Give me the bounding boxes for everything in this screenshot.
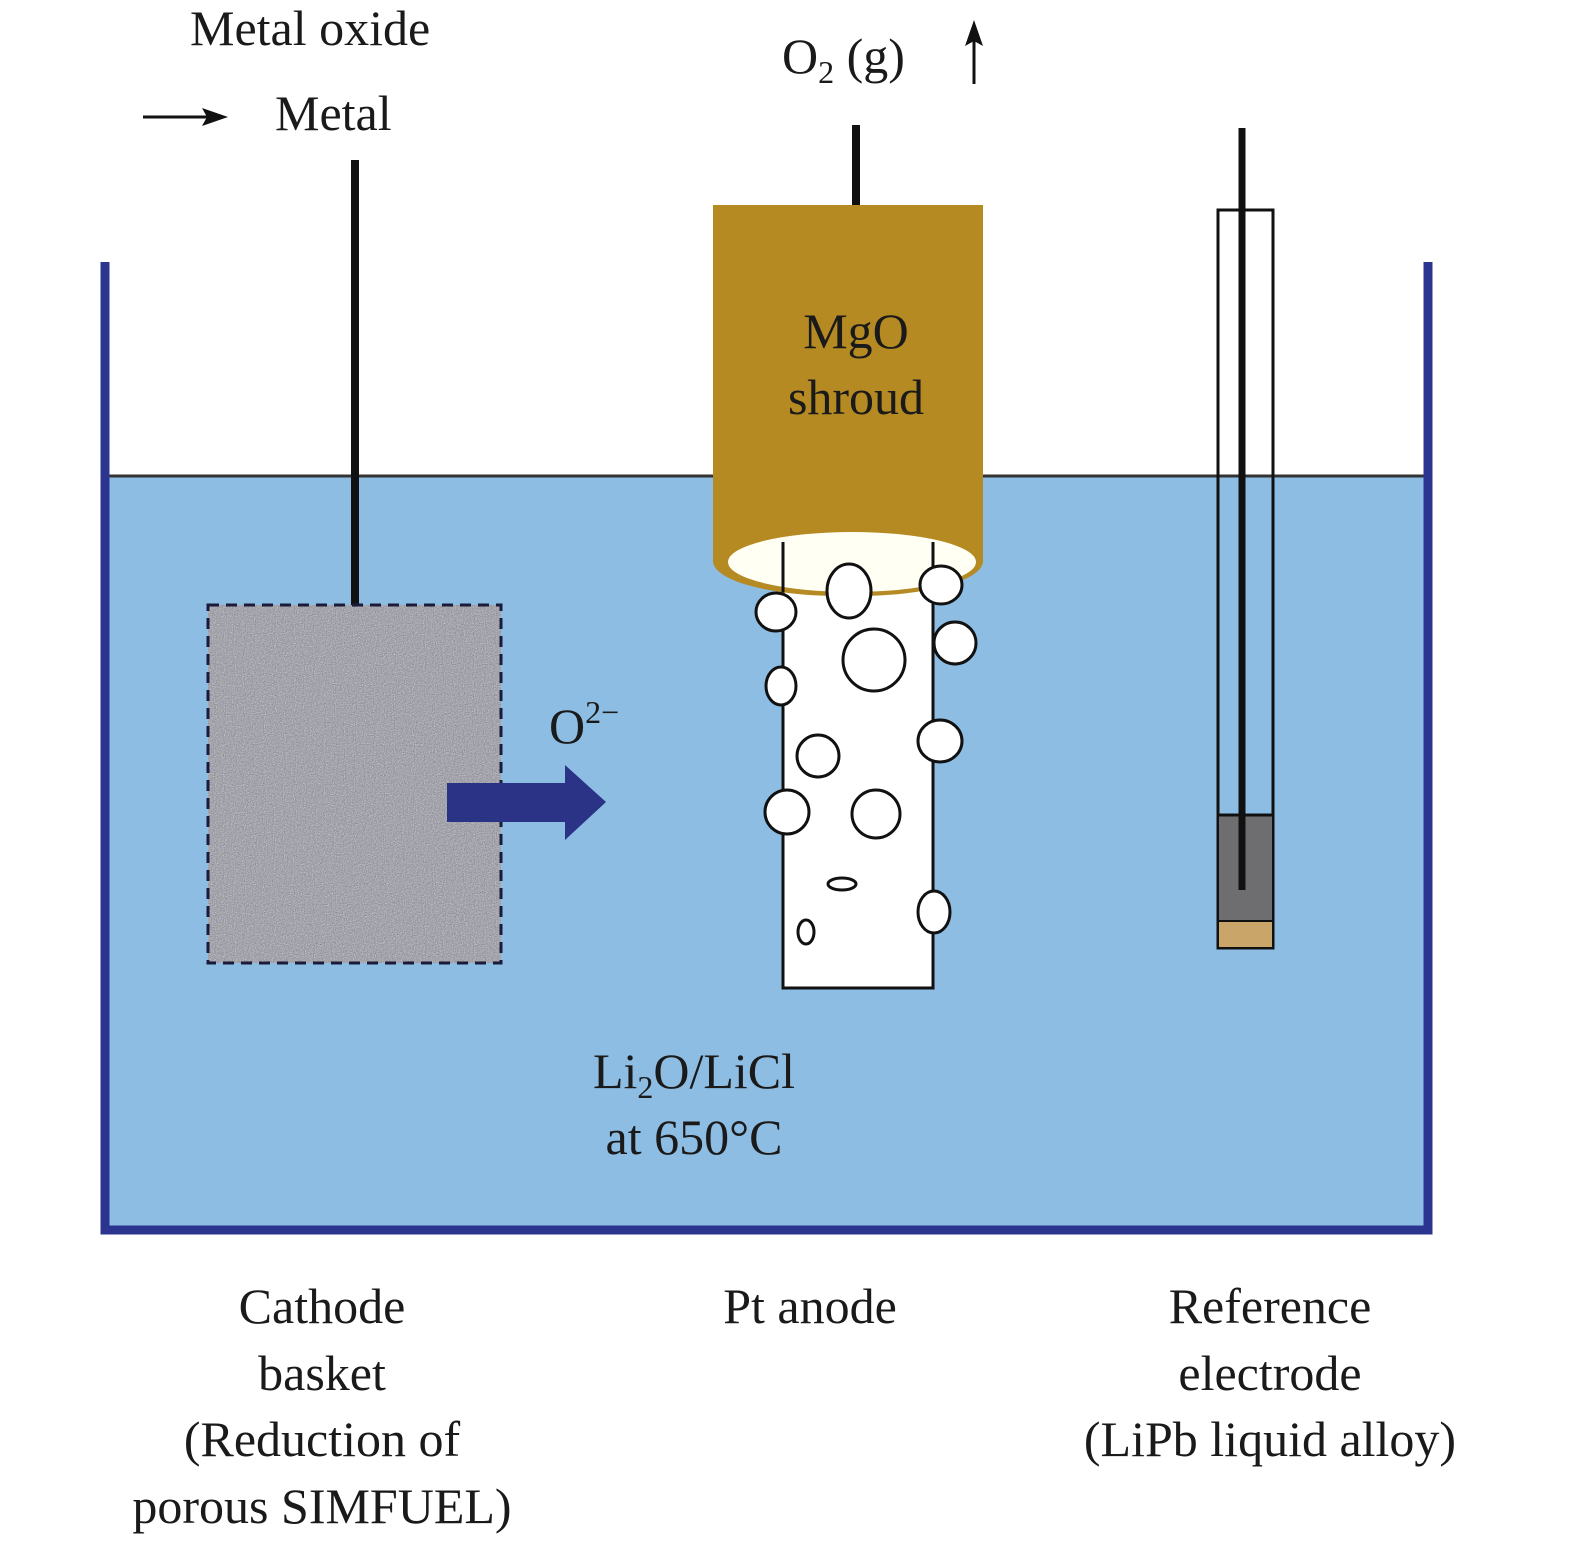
bubble (754, 591, 798, 633)
bubble (763, 788, 811, 836)
bubble (764, 665, 798, 707)
bubble (825, 562, 873, 620)
cathode-caption-line: (Reduction of (184, 1411, 461, 1467)
reaction-label-metal-oxide: Metal oxide (190, 0, 430, 56)
oxide-ion-arrow-icon (447, 765, 606, 840)
bubble (918, 564, 964, 606)
bubble (850, 788, 902, 840)
reference-caption: Reference electrode (LiPb liquid alloy) (1084, 1278, 1456, 1467)
bubble (916, 889, 952, 935)
reference-electrode (1216, 128, 1275, 950)
bubble (841, 627, 907, 693)
bubble (796, 918, 816, 946)
bubble (932, 620, 978, 666)
right-arrow-icon (143, 108, 228, 126)
cathode-caption: Cathode basket (Reduction of porous SIMF… (132, 1278, 511, 1534)
oxygen-bubbles (754, 562, 978, 946)
bubble (826, 876, 858, 892)
reference-caption-line: Reference (1169, 1278, 1372, 1334)
shroud-label-shroud: shroud (788, 369, 924, 425)
bubble (795, 733, 841, 779)
oxide-ion-label: O2− (549, 694, 619, 754)
reaction-label-metal: Metal (275, 85, 392, 141)
anode-caption: Pt anode (723, 1278, 897, 1334)
cathode-caption-line: basket (258, 1345, 386, 1401)
shroud-opening (728, 532, 976, 592)
anode-caption-line: Pt anode (723, 1278, 897, 1334)
mgo-shroud (712, 205, 984, 597)
electrolyte-label-temperature: at 650°C (606, 1109, 783, 1165)
cathode-caption-line: porous SIMFUEL) (132, 1478, 511, 1534)
reference-caption-line: (LiPb liquid alloy) (1084, 1411, 1456, 1467)
cathode-caption-line: Cathode (239, 1278, 406, 1334)
up-arrow-icon (965, 20, 983, 84)
shroud-label-mgo: MgO (803, 303, 909, 359)
crucible-vessel (100, 262, 1433, 1235)
oxygen-gas-label: O2 (g) (782, 28, 905, 90)
electrolyte-label-composition: Li2O/LiCl (593, 1043, 795, 1105)
lipb-alloy-band (1219, 921, 1272, 947)
bubble (916, 718, 964, 764)
reference-caption-line: electrode (1178, 1345, 1361, 1401)
